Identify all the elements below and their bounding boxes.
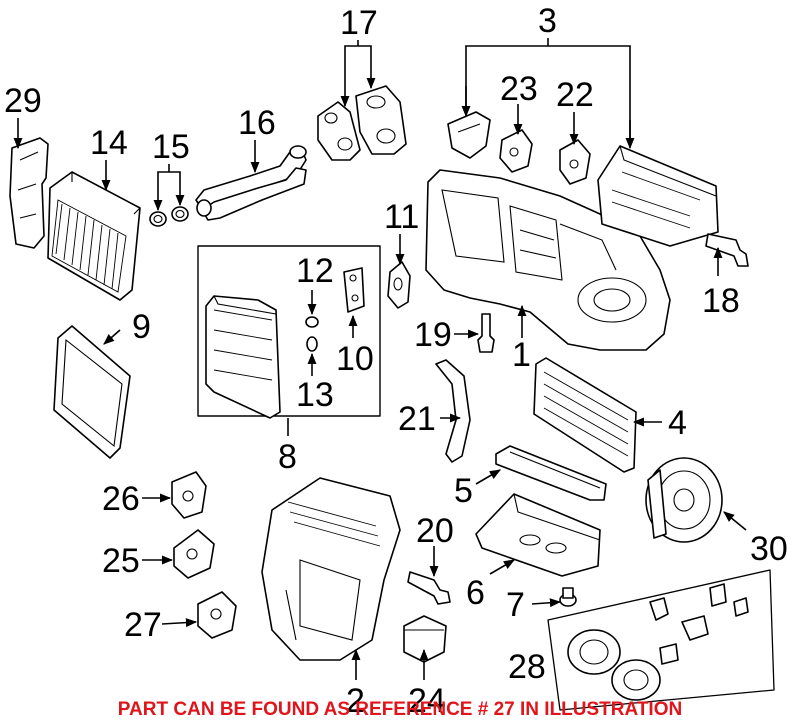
part-4-air-guide[interactable] [533,357,637,473]
callout-17: 17 [340,4,378,42]
callout-29: 29 [4,82,42,120]
leader-lines [13,38,747,680]
part-1-hvac-housing[interactable] [425,169,671,351]
part-11-valve-bracket[interactable] [387,261,411,309]
part-22-actuator[interactable] [559,139,591,185]
callout-13: 13 [296,376,334,414]
part-16-heater-pipes[interactable] [195,145,307,221]
callout-2: 2 [346,682,365,720]
callout-6: 6 [466,574,485,612]
part-19-sensor[interactable] [477,313,495,353]
part-18-temperature-sensor[interactable] [705,233,749,267]
part-26-actuator[interactable] [171,471,207,519]
callout-22: 22 [556,76,594,114]
part-23-actuator[interactable] [499,129,533,173]
callout-12: 12 [296,252,334,290]
callout-1: 1 [512,336,531,374]
reference-notice: PART CAN BE FOUND AS REFERENCE # 27 IN I… [118,699,682,720]
callout-21: 21 [398,400,436,438]
callout-27: 27 [124,606,162,644]
callout-23: 23 [500,70,538,108]
callout-3: 3 [538,2,557,40]
part-3-mode-door-upper[interactable] [447,111,491,159]
part-15-o-rings[interactable] [149,206,189,227]
callout-7: 7 [506,586,525,624]
callout-5: 5 [454,472,473,510]
callout-26: 26 [102,480,140,518]
part-27-actuator[interactable] [197,591,237,639]
callout-9: 9 [132,308,151,346]
part-3-mode-door-lower[interactable] [597,145,719,247]
callout-10: 10 [336,340,374,378]
part-29-side-bracket[interactable] [9,137,49,249]
callout-19: 19 [414,316,452,354]
part-25-actuator[interactable] [173,529,215,579]
callout-25: 25 [102,542,140,580]
callout-16: 16 [238,104,276,142]
part-7-grommet[interactable] [559,587,577,607]
part-9-cabin-air-filter[interactable] [53,325,131,459]
callout-14: 14 [90,124,128,162]
part-28-actuator-kit[interactable] [547,569,775,711]
callout-8: 8 [278,438,297,476]
callout-labels: 29 14 15 16 17 3 23 22 18 11 12 10 13 9 … [4,2,788,720]
part-12-o-ring[interactable] [305,316,319,328]
callout-24: 24 [408,682,446,720]
callout-28: 28 [508,648,546,686]
part-17-seal-gaskets[interactable] [317,85,407,161]
callout-30: 30 [750,530,788,568]
callout-4: 4 [668,404,687,442]
callout-11: 11 [384,198,419,236]
part-10-expansion-valve[interactable] [343,267,365,313]
part-8-evaporator[interactable] [205,295,281,419]
callout-18: 18 [702,282,740,320]
part-30-blower-motor[interactable] [645,457,723,543]
part-14-heater-core[interactable] [47,171,141,301]
part-6-duct-plate[interactable] [475,493,601,577]
part-21-drain-hose[interactable] [435,359,471,463]
part-2-heater-housing[interactable] [261,477,401,661]
part-5-seal-strip[interactable] [495,445,607,501]
part-24-control-module[interactable] [403,615,447,663]
part-13-o-ring[interactable] [306,336,318,352]
reference-notice-text: PART CAN BE FOUND AS REFERENCE # 27 IN I… [118,699,682,720]
callout-15: 15 [152,128,190,166]
callout-20: 20 [416,512,454,550]
part-20-sensor[interactable] [407,571,451,605]
